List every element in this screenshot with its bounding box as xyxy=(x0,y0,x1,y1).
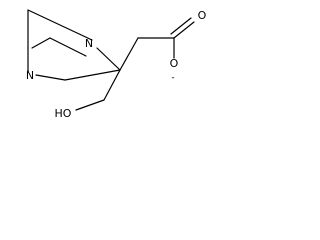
bond-ch2-to-quaternary xyxy=(64,69,121,81)
bond-n-left-to-ch2 xyxy=(35,74,66,81)
atom-label-o-anion: O xyxy=(170,57,179,70)
bond-carboxyl-to-o-double-a xyxy=(173,21,195,39)
bond-carboxyl-to-o-double-b xyxy=(170,17,192,35)
bond-quaternary-to-ch2-oh xyxy=(103,69,121,101)
bond-bridge-top-left xyxy=(27,9,93,41)
anion-charge-label: - xyxy=(171,73,174,83)
atom-label-n-left: N xyxy=(26,69,34,82)
atom-label-hydroxyl: HO xyxy=(55,107,72,120)
bond-quaternary-to-ch2-acid xyxy=(119,37,139,71)
bond-ch2-to-oh xyxy=(75,99,105,111)
atom-label-o-carbonyl: O xyxy=(198,9,207,22)
atom-label-n-top: N xyxy=(85,37,93,50)
bond-n-top-to-quaternary xyxy=(96,47,121,71)
molecule-structure: N N O O - HO xyxy=(26,9,207,120)
bond-inner-diagonal-a xyxy=(31,37,51,49)
bond-inner-diagonal-b xyxy=(49,37,87,57)
